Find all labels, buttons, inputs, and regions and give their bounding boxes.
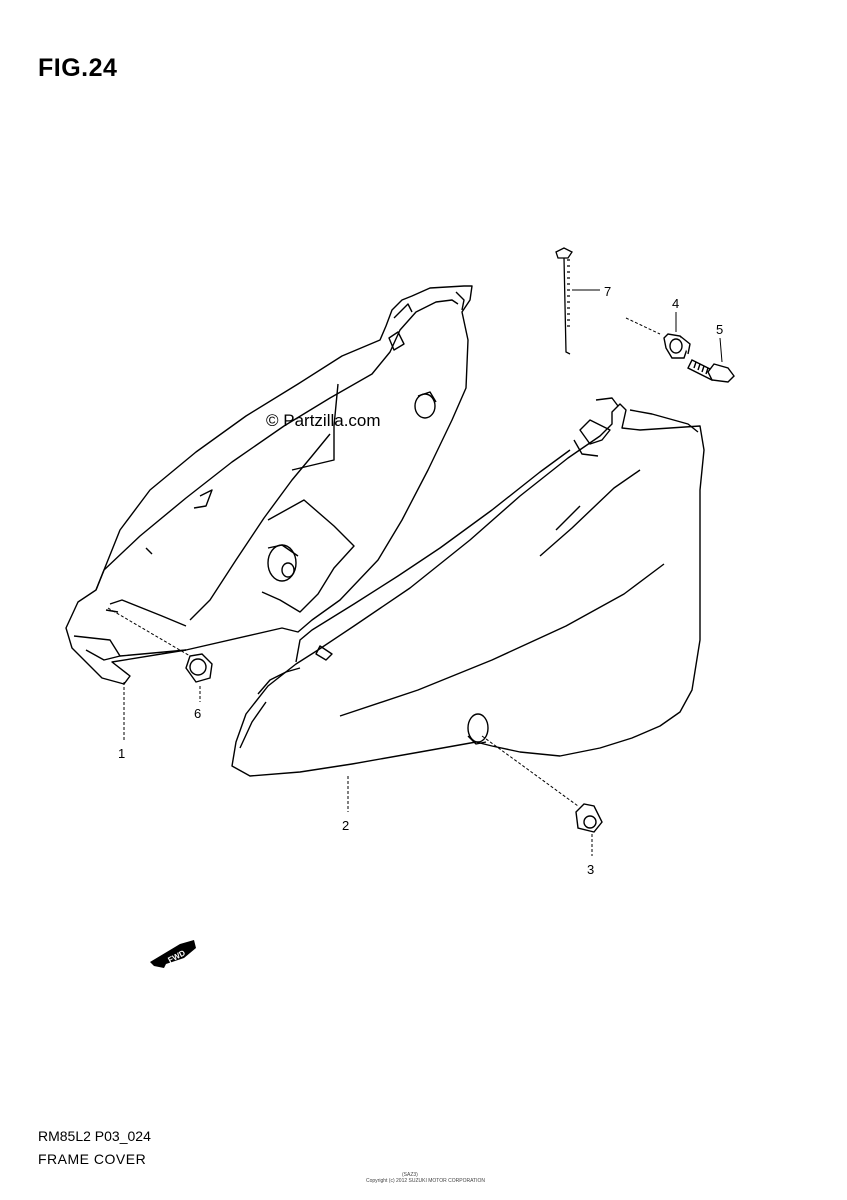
callout-part-6: 6 xyxy=(194,706,201,721)
watermark-text: © Partzilla.com xyxy=(266,411,381,430)
callout-part-2: 2 xyxy=(342,818,349,833)
part-6-grommet[interactable] xyxy=(185,653,213,683)
part-1-left-frame-cover[interactable] xyxy=(65,285,473,685)
part-5-bolt[interactable] xyxy=(687,359,735,383)
copyright-line: Copyright (c) 2012 SUZUKI MOTOR CORPORAT… xyxy=(366,1178,486,1184)
part-7-cable-tie[interactable] xyxy=(555,247,573,355)
figure-title: FIG.24 xyxy=(38,54,118,82)
part-2-right-frame-cover[interactable] xyxy=(231,397,705,777)
callout-part-4: 4 xyxy=(672,296,679,311)
callout-part-7: 7 xyxy=(604,284,611,299)
forward-arrow-icon: FWD xyxy=(150,940,196,968)
part-3-grommet[interactable] xyxy=(575,803,603,833)
diagram-name: FRAME COVER xyxy=(38,1151,147,1167)
part-4-collar[interactable] xyxy=(663,333,691,359)
diagram-code: RM85L2 P03_024 xyxy=(38,1128,151,1144)
callout-part-1: 1 xyxy=(118,746,125,761)
copyright-id: (SAZ3) xyxy=(402,1172,418,1178)
callout-part-3: 3 xyxy=(587,862,594,877)
callout-part-5: 5 xyxy=(716,322,723,337)
leader-lines xyxy=(107,289,723,856)
